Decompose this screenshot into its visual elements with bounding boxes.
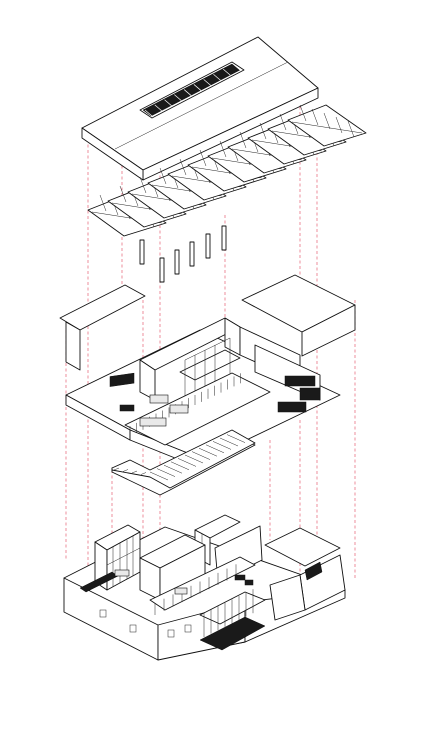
- truss-web: [219, 140, 227, 158]
- slab-joist: [149, 471, 169, 481]
- slab-joist: [184, 454, 204, 464]
- truss-web: [119, 185, 127, 203]
- truss-web: [139, 176, 147, 194]
- truss-web: [159, 167, 167, 185]
- truss-web: [239, 131, 247, 149]
- column-layer: [139, 225, 227, 283]
- upper-floor-layer: [59, 274, 356, 471]
- truss-layer: [87, 104, 367, 237]
- slab-joist: [177, 458, 197, 467]
- skylight-mullion: [232, 63, 241, 71]
- upper-furniture: [109, 372, 321, 427]
- slab-joist: [212, 441, 232, 450]
- slab-joist: [198, 447, 218, 457]
- skylight-mullion: [174, 94, 182, 101]
- skylight-mullion: [144, 109, 153, 117]
- slab-joist: [156, 468, 176, 477]
- skylight-mullion: [203, 79, 211, 86]
- truss-web: [311, 108, 319, 126]
- skylight: [139, 61, 245, 119]
- skylight-mullion: [154, 104, 163, 112]
- slab-joist: [226, 434, 246, 443]
- timber-post: [205, 233, 211, 259]
- truss-web: [335, 116, 343, 134]
- truss-outline: [287, 104, 367, 147]
- timber-post: [221, 225, 227, 251]
- gallery-slab-layer: [111, 429, 256, 496]
- ground-floor-layer: [63, 514, 346, 661]
- roof-truss: [287, 104, 367, 147]
- slab-joist: [170, 461, 190, 471]
- truss-web: [259, 122, 267, 140]
- timber-post: [139, 239, 145, 265]
- truss-web: [199, 149, 207, 167]
- slab-joist: [113, 467, 120, 471]
- slab-joist: [219, 437, 239, 447]
- skylight-mullion: [193, 84, 202, 91]
- truss-web: [299, 104, 307, 122]
- slab-joist: [140, 472, 147, 475]
- roof-layer: [81, 36, 319, 181]
- skylight-mullion: [164, 99, 172, 107]
- slab-joist: [191, 451, 211, 460]
- slab-joist: [131, 470, 138, 474]
- slab-joist: [163, 464, 183, 474]
- truss-chord: [291, 121, 363, 134]
- truss-web: [99, 194, 107, 212]
- skylight-mullion: [213, 73, 221, 81]
- slab-joist: [205, 444, 225, 454]
- truss-web: [323, 112, 331, 130]
- slab-joist: [122, 469, 129, 472]
- timber-post: [189, 241, 195, 267]
- truss-web: [347, 120, 355, 138]
- timber-post: [174, 249, 180, 275]
- skylight-mullion: [222, 68, 231, 76]
- skylight-mullion: [183, 89, 192, 96]
- timber-post: [159, 257, 165, 283]
- truss-web: [179, 158, 187, 176]
- truss-web: [279, 113, 287, 131]
